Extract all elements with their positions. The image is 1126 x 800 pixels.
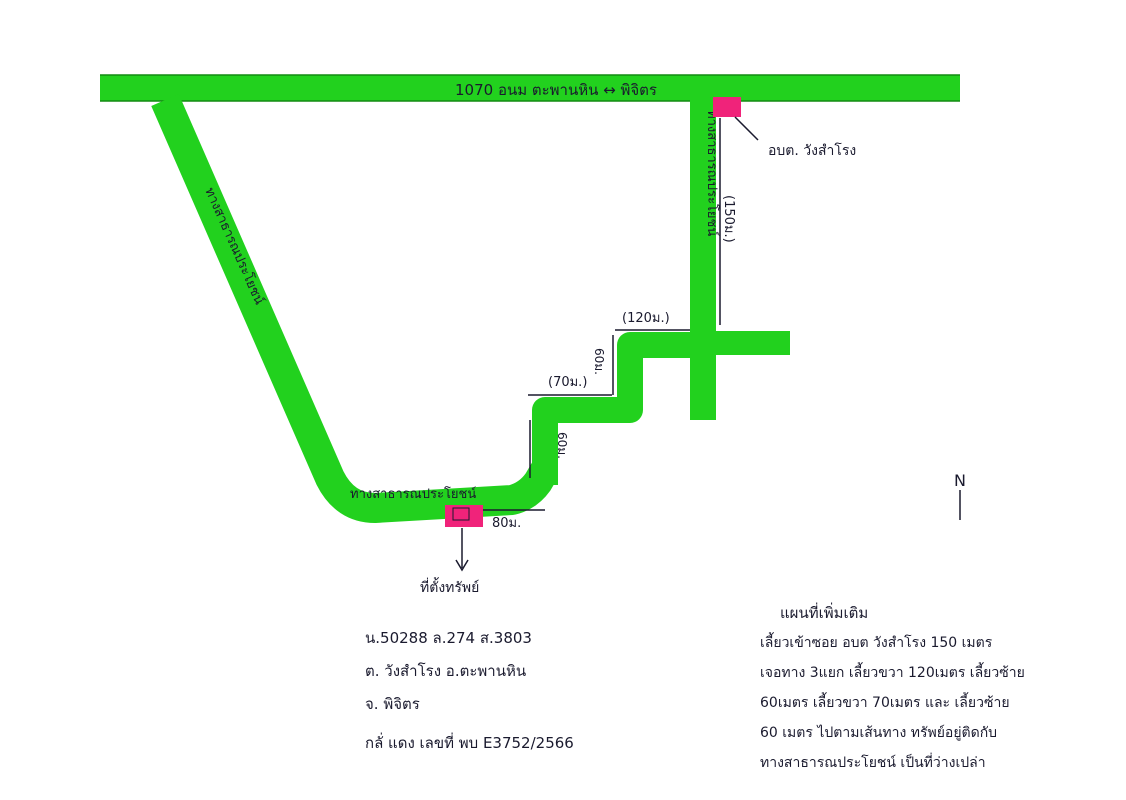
deed-line-1: น.50288 ล.274 ส.3803 [365, 629, 532, 647]
extra-directions: แผนที่เพิ่มเติม เลี้ยวเข้าซอย อบต วังสำโ… [760, 598, 1025, 778]
property-pointer-head [455, 559, 469, 572]
extra-directions-line-4: 60 เมตร ไปตามเส้นทาง ทรัพย์อยู่ติดกับ [760, 725, 998, 741]
deed-line-3: จ. พิจิตร [365, 695, 420, 713]
extra-directions-line-1: เลี้ยวเข้าซอย อบต วังสำโรง 150 เมตร [760, 635, 993, 651]
dist-70-label: (70ม.) [548, 375, 587, 390]
right-road-label: ทางสาธารณประโยชน์ [704, 110, 720, 236]
dist-150-label: (150ม.) [721, 195, 736, 243]
dist-60-lower-label: 60ม. [555, 432, 569, 459]
office-pointer [734, 116, 759, 141]
compass-north-label: N [954, 471, 966, 490]
extra-directions-title: แผนที่เพิ่มเติม [780, 604, 869, 622]
deed-line-2: ต. วังสำโรง อ.ตะพานหิน [365, 662, 527, 680]
deed-info: น.50288 ล.274 ส.3803 ต. วังสำโรง อ.ตะพาน… [365, 622, 574, 760]
dist-60-upper-label: 60ม. [592, 348, 606, 375]
deed-line-4: กลั่ แดง เลขที่ พบ E3752/2566 [365, 734, 574, 752]
left-public-road [151, 93, 558, 523]
property-label: ที่ตั้งทรัพย์ [420, 577, 479, 596]
office-marker [713, 97, 741, 117]
dist-120-label: (120ม.) [622, 311, 670, 326]
property-plot-outline [452, 507, 470, 521]
bottom-road-label: ทางสาธารณประโยชน์ [350, 486, 476, 502]
extra-directions-line-5: ทางสาธารณประโยชน์ เป็นที่ว่างเปล่า [760, 755, 986, 771]
office-label: อบต. วังสำโรง [768, 142, 856, 159]
extra-directions-line-2: เจอทาง 3แยก เลี้ยวขวา 120เมตร เลี้ยวซ้าย [760, 665, 1025, 681]
main-road-label: 1070 อนม ตะพานหิน ↔ พิจิตร [455, 81, 657, 99]
property-marker [445, 505, 483, 527]
staircase-road [532, 332, 705, 485]
extra-directions-line-3: 60เมตร เลี้ยวขวา 70เมตร และ เลี้ยวซ้าย [760, 695, 1010, 711]
dist-80-label: 80ม. [492, 516, 521, 531]
